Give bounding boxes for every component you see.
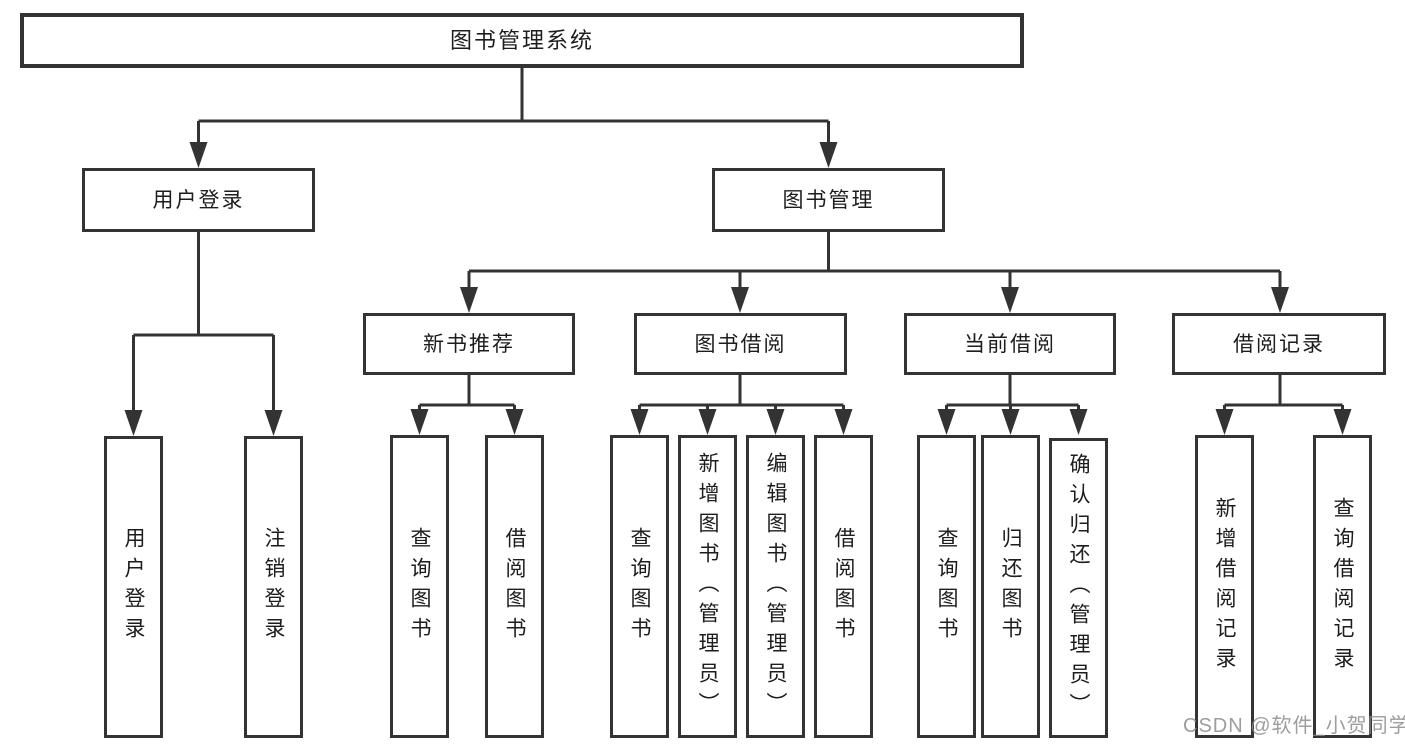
node-root-library-system: 图书管理系统 (20, 13, 1024, 68)
node-book-borrowing: 图书借阅 (634, 313, 847, 375)
leaf-return-books: 归还图书 (981, 435, 1040, 738)
node-book-management: 图书管理 (712, 168, 945, 232)
leaf-add-book-admin: 新增图书（管理员） (678, 435, 737, 738)
node-label: 当前借阅 (964, 332, 1056, 356)
node-borrowing-records: 借阅记录 (1172, 313, 1386, 375)
leaf-edit-book-admin: 编辑图书（管理员） (746, 435, 805, 738)
node-label: 新书推荐 (423, 332, 515, 356)
node-label: 借阅图书 (503, 526, 526, 647)
node-new-book-recommendation: 新书推荐 (363, 313, 575, 375)
leaf-user-login: 用户登录 (104, 436, 163, 738)
node-label: 查询图书 (935, 526, 958, 647)
node-label: 注销登录 (262, 527, 285, 647)
node-label: 借阅记录 (1233, 332, 1325, 356)
leaf-query-books-recommend: 查询图书 (390, 435, 449, 738)
node-label: 新增图书（管理员） (696, 451, 719, 722)
node-label: 确认归还（管理员） (1067, 453, 1090, 723)
leaf-borrow-books-recommend: 借阅图书 (485, 435, 544, 738)
node-label: 用户登录 (122, 527, 145, 647)
leaf-confirm-return-admin: 确认归还（管理员） (1049, 438, 1108, 738)
node-label: 图书借阅 (694, 332, 787, 356)
node-label: 编辑图书（管理员） (764, 451, 787, 722)
node-label: 查询图书 (628, 526, 651, 647)
leaf-query-borrow-record: 查询借阅记录 (1313, 435, 1372, 738)
node-current-borrowing: 当前借阅 (904, 313, 1116, 375)
node-label: 图书管理 (782, 188, 875, 212)
leaf-add-borrow-record: 新增借阅记录 (1195, 435, 1254, 738)
node-user-login: 用户登录 (82, 168, 315, 232)
watermark-text: CSDN @软件_小贺同学 (1183, 715, 1405, 737)
node-label: 图书管理系统 (449, 27, 594, 53)
node-label: 新增借阅记录 (1213, 496, 1236, 677)
node-label: 查询借阅记录 (1331, 496, 1354, 677)
leaf-logout: 注销登录 (244, 436, 303, 738)
node-label: 用户登录 (152, 188, 245, 212)
node-label: 查询图书 (408, 526, 431, 647)
node-label: 归还图书 (999, 526, 1022, 647)
leaf-query-books-borrowing: 查询图书 (610, 435, 669, 738)
leaf-query-books-current: 查询图书 (917, 435, 976, 738)
leaf-borrow-books-borrowing: 借阅图书 (814, 435, 873, 738)
node-label: 借阅图书 (832, 526, 855, 647)
